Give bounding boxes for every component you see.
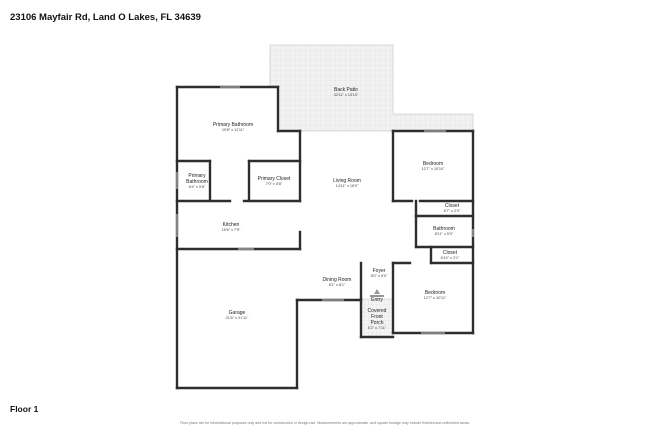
- svg-text:7'0" x 5'8": 7'0" x 5'8": [266, 182, 283, 186]
- svg-text:Bathroom: Bathroom: [186, 179, 208, 185]
- room-label-closet-2: Closet 6'10" x 2'1": [441, 250, 460, 260]
- room-label-entry: Entry: [371, 297, 383, 303]
- svg-text:Foyer: Foyer: [373, 268, 386, 274]
- svg-text:19'6" x 7'9": 19'6" x 7'9": [222, 228, 241, 232]
- room-label-primary-bathroom: Primary Bathroom 19'8" x 11'11": [213, 122, 253, 132]
- svg-text:6'4" x 5'8": 6'4" x 5'8": [189, 185, 206, 189]
- windows: [176, 86, 474, 334]
- svg-text:Back Patio: Back Patio: [334, 87, 358, 93]
- room-label-garage: Garage 21'6" x 21'11": [226, 310, 249, 320]
- svg-text:Kitchen: Kitchen: [223, 222, 240, 228]
- svg-text:6'7" x 2'0": 6'7" x 2'0": [444, 209, 461, 213]
- svg-text:Primary: Primary: [188, 173, 206, 179]
- room-label-closet-1: Closet 6'7" x 2'0": [444, 203, 461, 213]
- svg-text:5'0" x 6'0": 5'0" x 6'0": [371, 274, 388, 278]
- room-label-covered-front-porch: Covered Front Porch 5'2" x 7'11": [368, 308, 387, 330]
- room-label-primary-closet: Primary Closet 7'0" x 5'8": [258, 176, 291, 186]
- svg-text:8'1" x 8'1": 8'1" x 8'1": [329, 283, 346, 287]
- room-label-bedroom-2: Bedroom 12'7" x 10'11": [424, 290, 447, 300]
- svg-text:19'8" x 11'11": 19'8" x 11'11": [222, 128, 245, 132]
- svg-text:Garage: Garage: [229, 310, 246, 316]
- disclaimer-text: Floor plans are for informational purpos…: [180, 421, 470, 425]
- room-label-foyer: Foyer 5'0" x 6'0": [371, 268, 388, 278]
- svg-text:Closet: Closet: [443, 250, 458, 256]
- svg-text:8'11" x 5'0": 8'11" x 5'0": [435, 232, 454, 236]
- svg-text:32'11" x 13'10": 32'11" x 13'10": [334, 93, 359, 97]
- room-label-dining-room: Dining Room 8'1" x 8'1": [323, 277, 352, 287]
- svg-text:Living Room: Living Room: [333, 178, 361, 184]
- svg-text:Primary Bathroom: Primary Bathroom: [213, 122, 253, 128]
- back-patio-area: [269, 44, 474, 132]
- svg-text:Bedroom: Bedroom: [425, 290, 445, 296]
- svg-text:12'7" x 10'11": 12'7" x 10'11": [424, 296, 447, 300]
- room-label-bedroom-1: Bedroom 12'7" x 10'10": [422, 161, 446, 171]
- svg-text:Bathroom: Bathroom: [433, 226, 455, 232]
- floor-label: Floor 1: [10, 404, 39, 414]
- svg-text:Closet: Closet: [445, 203, 460, 209]
- svg-text:Front: Front: [371, 314, 383, 320]
- svg-text:Dining Room: Dining Room: [323, 277, 352, 283]
- svg-text:Entry: Entry: [371, 297, 383, 303]
- svg-text:Porch: Porch: [370, 320, 383, 326]
- svg-text:Bedroom: Bedroom: [423, 161, 443, 167]
- svg-text:6'10" x 2'1": 6'10" x 2'1": [441, 256, 460, 260]
- room-label-bathroom: Bathroom 8'11" x 5'0": [433, 226, 455, 236]
- svg-text:14'11" x 18'0": 14'11" x 18'0": [336, 184, 359, 188]
- svg-text:5'2" x 7'11": 5'2" x 7'11": [368, 326, 387, 330]
- room-label-primary-bathroom-small: Primary Bathroom 6'4" x 5'8": [186, 173, 208, 189]
- room-label-living-room: Living Room 14'11" x 18'0": [333, 178, 361, 188]
- svg-text:12'7" x 10'10": 12'7" x 10'10": [422, 167, 446, 171]
- svg-text:21'6" x 21'11": 21'6" x 21'11": [226, 316, 249, 320]
- listing-address: 23106 Mayfair Rd, Land O Lakes, FL 34639: [10, 12, 201, 23]
- svg-text:Primary Closet: Primary Closet: [258, 176, 291, 182]
- room-label-kitchen: Kitchen 19'6" x 7'9": [222, 222, 241, 232]
- room-label-back-patio: Back Patio 32'11" x 13'10": [334, 87, 359, 97]
- entry-marker: [370, 289, 384, 297]
- svg-text:Covered: Covered: [368, 308, 387, 314]
- walls: [175, 85, 475, 390]
